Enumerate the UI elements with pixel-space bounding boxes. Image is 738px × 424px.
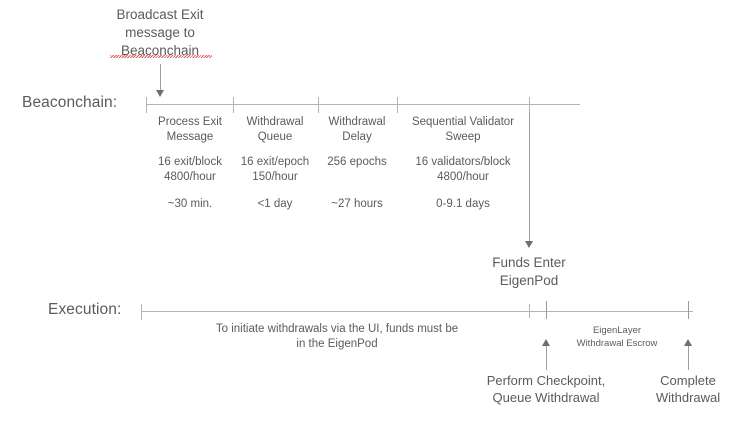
execution-tick-start	[141, 304, 142, 320]
segment-duration-0: ~30 min.	[167, 198, 213, 210]
beaconchain-axis	[146, 104, 580, 105]
segment-rate-2: 256 epochs	[327, 156, 387, 168]
segment-name-0: Process Exit Message	[158, 116, 222, 144]
execution-axis	[141, 311, 693, 312]
complete-arrow-head	[684, 339, 692, 346]
execution-tick-funds-enter	[529, 304, 530, 318]
complete-arrow-shaft	[688, 345, 689, 370]
execution-tick-complete	[688, 301, 689, 319]
segment-rate-1: 16 exit/epoch 150/hour	[240, 156, 310, 184]
broadcast-arrow-shaft	[160, 64, 161, 92]
funds-enter-eigenpod-label: Funds Enter EigenPod	[492, 255, 566, 288]
beaconchain-tick-3	[397, 97, 398, 113]
segment-name-1: Withdrawal Queue	[246, 116, 304, 144]
execution-event-label-0: Perform Checkpoint, Queue Withdrawal	[486, 373, 606, 406]
segment-name-3: Sequential Validator Sweep	[411, 116, 515, 144]
funds-enter-arrow-shaft	[529, 112, 530, 244]
segment-duration-1: <1 day	[257, 198, 293, 210]
funds-enter-arrow-head	[525, 241, 533, 248]
segment-rate-0: 16 exit/block 4800/hour	[158, 156, 222, 184]
row-label-execution: Execution:	[48, 301, 122, 318]
beaconchain-tick-4	[529, 97, 530, 113]
segment-duration-2: ~27 hours	[331, 198, 383, 210]
spellcheck-underline-beaconchain	[110, 55, 212, 58]
segment-duration-3: 0-9.1 days	[436, 198, 490, 210]
checkpoint-arrow-head	[542, 339, 550, 346]
execution-note: To initiate withdrawals via the UI, fund…	[215, 323, 459, 351]
execution-event-label-1: Complete Withdrawal	[655, 373, 721, 406]
segment-name-2: Withdrawal Delay	[328, 116, 386, 144]
segment-rate-3: 16 validators/block 4800/hour	[415, 156, 511, 184]
checkpoint-arrow-shaft	[546, 345, 547, 370]
beaconchain-tick-0	[146, 97, 147, 113]
beaconchain-tick-2	[318, 97, 319, 113]
eigenlayer-escrow-label: EigenLayer Withdrawal Escrow	[576, 325, 658, 349]
execution-tick-checkpoint	[546, 301, 547, 319]
broadcast-arrow-head	[156, 90, 164, 97]
beaconchain-tick-1	[233, 97, 234, 113]
broadcast-exit-note: Broadcast Exit message to Beaconchain	[116, 7, 204, 58]
row-label-beaconchain: Beaconchain:	[22, 94, 118, 111]
